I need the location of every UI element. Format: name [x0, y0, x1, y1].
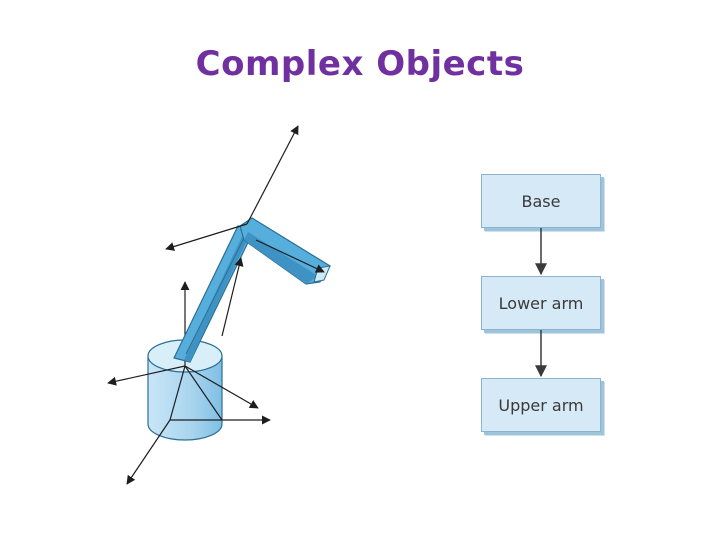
hierarchy-node-upper-arm: Upper arm [481, 378, 601, 432]
hierarchy-node-lower-arm: Lower arm [481, 276, 601, 330]
joint-axes [165, 125, 325, 337]
hierarchy-node-base: Base [481, 174, 601, 228]
lower-arm [173, 225, 255, 363]
upper-arm [239, 217, 331, 285]
slide-title: Complex Objects [195, 44, 525, 84]
